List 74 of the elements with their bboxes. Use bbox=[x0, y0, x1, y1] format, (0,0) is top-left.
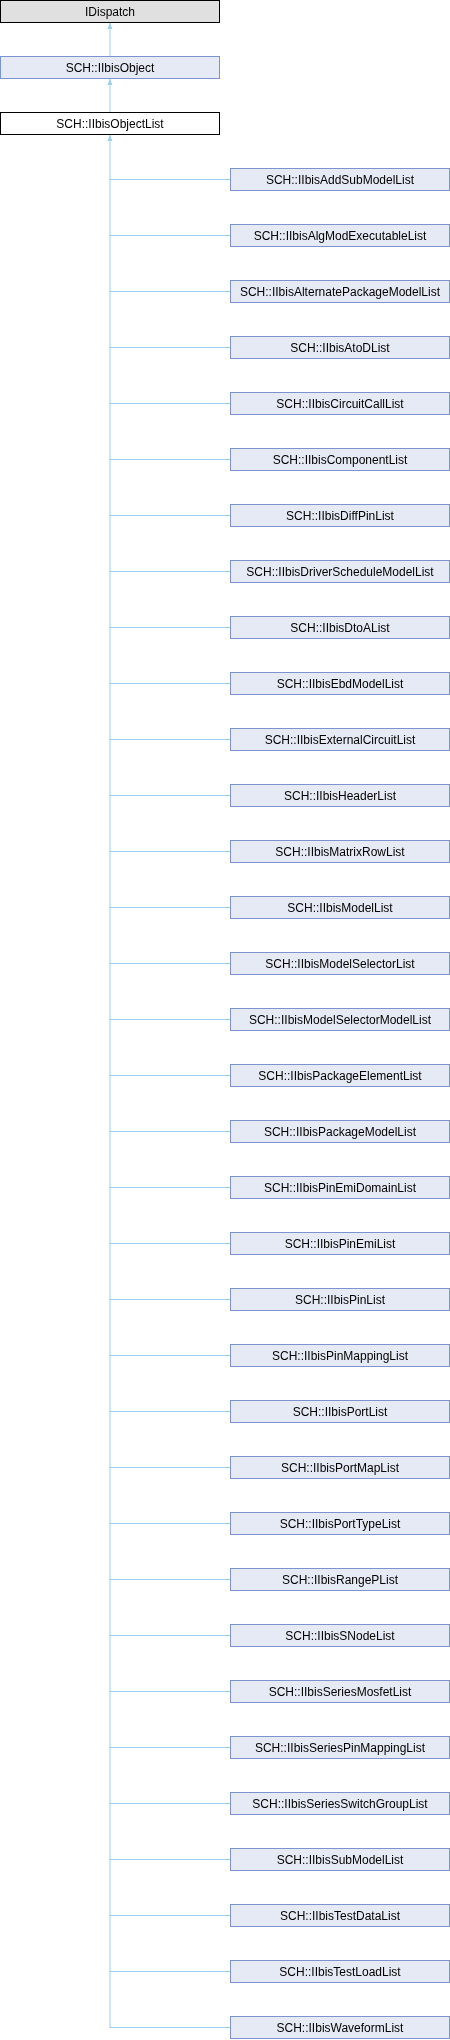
class-box: SCH::IIbisEbdModelList bbox=[230, 672, 450, 695]
class-box: SCH::IIbisWaveformList bbox=[230, 2016, 450, 2039]
connector-line bbox=[109, 515, 231, 516]
class-box: SCH::IIbisSNodeList bbox=[230, 1624, 450, 1647]
connector-line bbox=[109, 851, 231, 852]
connector-line bbox=[109, 1859, 231, 1860]
class-box: SCH::IIbisDiffPinList bbox=[230, 504, 450, 527]
class-box: SCH::IIbisDriverScheduleModelList bbox=[230, 560, 450, 583]
connector-line bbox=[109, 1915, 231, 1916]
class-box: IDispatch bbox=[0, 0, 220, 23]
class-box: SCH::IIbisPortMapList bbox=[230, 1456, 450, 1479]
class-box: SCH::IIbisTestLoadList bbox=[230, 1960, 450, 1983]
class-box: SCH::IIbisSeriesPinMappingList bbox=[230, 1736, 450, 1759]
class-box: SCH::IIbisAlgModExecutableList bbox=[230, 224, 450, 247]
connector-line bbox=[109, 795, 231, 796]
connector-line bbox=[109, 963, 231, 964]
class-box: SCH::IIbisModelList bbox=[230, 896, 450, 919]
connector-line bbox=[109, 1971, 231, 1972]
connector-line bbox=[109, 1803, 231, 1804]
connector-line bbox=[109, 403, 231, 404]
class-box: SCH::IIbisPortTypeList bbox=[230, 1512, 450, 1535]
connector-line bbox=[109, 2027, 231, 2028]
class-box: SCH::IIbisSeriesMosfetList bbox=[230, 1680, 450, 1703]
class-box: SCH::IIbisPortList bbox=[230, 1400, 450, 1423]
connector-line bbox=[109, 1075, 231, 1076]
class-box: SCH::IIbisPinEmiList bbox=[230, 1232, 450, 1255]
class-box: SCH::IIbisComponentList bbox=[230, 448, 450, 471]
connector-line bbox=[109, 683, 231, 684]
class-box: SCH::IIbisModelSelectorModelList bbox=[230, 1008, 450, 1031]
class-box: SCH::IIbisAlternatePackageModelList bbox=[230, 280, 450, 303]
connector-line bbox=[109, 459, 231, 460]
class-box: SCH::IIbisPinEmiDomainList bbox=[230, 1176, 450, 1199]
class-box: SCH::IIbisHeaderList bbox=[230, 784, 450, 807]
connector-line bbox=[109, 1579, 231, 1580]
connector-line bbox=[109, 1019, 231, 1020]
class-box: SCH::IIbisAtoDList bbox=[230, 336, 450, 359]
connector-line bbox=[109, 291, 231, 292]
class-box: SCH::IIbisRangePList bbox=[230, 1568, 450, 1591]
connector-line bbox=[109, 1747, 231, 1748]
connector-line bbox=[109, 627, 231, 628]
connector-line bbox=[109, 179, 231, 180]
class-box: SCH::IIbisPinMappingList bbox=[230, 1344, 450, 1367]
class-box: SCH::IIbisExternalCircuitList bbox=[230, 728, 450, 751]
connector-line bbox=[109, 1299, 231, 1300]
class-box: SCH::IIbisCircuitCallList bbox=[230, 392, 450, 415]
connector-line bbox=[109, 1243, 231, 1244]
inheritance-arrow bbox=[107, 22, 113, 57]
class-box: SCH::IIbisTestDataList bbox=[230, 1904, 450, 1927]
connector-line bbox=[109, 1691, 231, 1692]
class-box: SCH::IIbisPackageModelList bbox=[230, 1120, 450, 1143]
connector-line bbox=[109, 1411, 231, 1412]
inheritance-arrow bbox=[107, 134, 113, 2029]
connector-line bbox=[109, 235, 231, 236]
connector-line bbox=[109, 347, 231, 348]
connector-line bbox=[109, 571, 231, 572]
class-box: SCH::IIbisPinList bbox=[230, 1288, 450, 1311]
class-box: SCH::IIbisMatrixRowList bbox=[230, 840, 450, 863]
connector-line bbox=[109, 1131, 231, 1132]
class-box: SCH::IIbisAddSubModelList bbox=[230, 168, 450, 191]
connector-line bbox=[109, 1467, 231, 1468]
class-box: SCH::IIbisObjectList bbox=[0, 112, 220, 135]
class-box: SCH::IIbisPackageElementList bbox=[230, 1064, 450, 1087]
connector-line bbox=[109, 1523, 231, 1524]
connector-line bbox=[109, 1355, 231, 1356]
connector-line bbox=[109, 1635, 231, 1636]
class-box: SCH::IIbisModelSelectorList bbox=[230, 952, 450, 975]
class-box: SCH::IIbisSubModelList bbox=[230, 1848, 450, 1871]
connector-line bbox=[109, 1187, 231, 1188]
class-box: SCH::IIbisObject bbox=[0, 56, 220, 79]
connector-line bbox=[109, 907, 231, 908]
inheritance-arrow bbox=[107, 78, 113, 113]
class-box: SCH::IIbisSeriesSwitchGroupList bbox=[230, 1792, 450, 1815]
class-box: SCH::IIbisDtoAList bbox=[230, 616, 450, 639]
connector-line bbox=[109, 739, 231, 740]
